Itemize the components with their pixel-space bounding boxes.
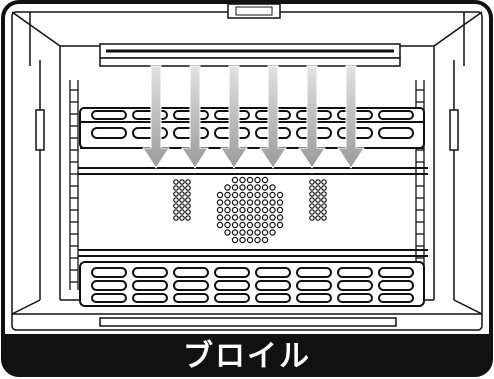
heat-arrow-icon (337, 65, 365, 169)
heat-arrows (142, 65, 365, 169)
heat-arrow-icon (220, 65, 248, 169)
upper-oven-rack (79, 107, 425, 149)
middle-rack-rail (78, 167, 428, 175)
mode-label-bar (3, 334, 491, 375)
heat-arrow-icon (298, 65, 326, 169)
heat-arrow-icon (142, 65, 170, 169)
mode-label: ブロイル (183, 339, 311, 374)
oven-side-walls (11, 46, 483, 327)
heat-arrow-icon (181, 65, 209, 169)
heat-arrow-icon (259, 65, 287, 169)
lower-oven-rack (78, 249, 428, 307)
fan-grille-icon (173, 176, 327, 244)
top-heater-element (99, 43, 401, 67)
